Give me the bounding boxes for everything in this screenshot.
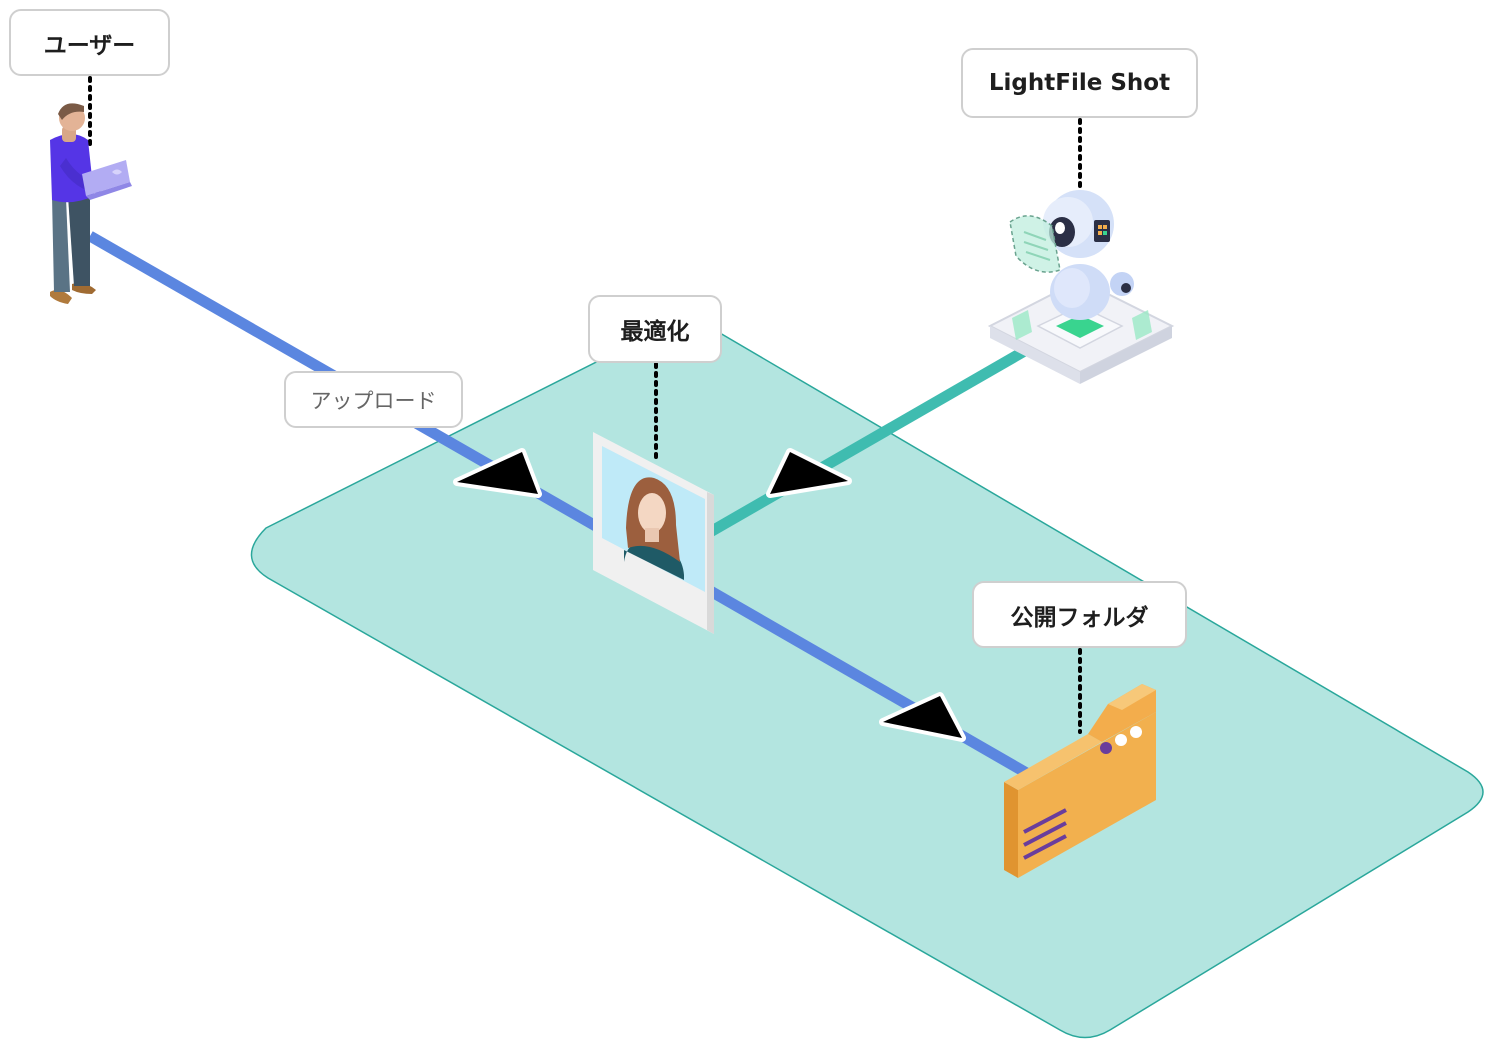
user-person-icon	[50, 103, 132, 304]
publish-line	[697, 580, 1033, 780]
folder-callout: 公開フォルダ	[972, 581, 1187, 648]
service-arrow-head	[766, 448, 852, 498]
service-callout: LightFile Shot	[961, 48, 1198, 118]
upload-edge-callout: アップロード	[284, 371, 463, 428]
upload-edge-label: アップロード	[310, 388, 437, 413]
upload-arrow-head	[453, 448, 542, 498]
service-line	[702, 340, 1038, 540]
service-label: LightFile Shot	[988, 70, 1171, 96]
lightfile-robot-icon	[987, 190, 1175, 384]
publish-arrow-head	[879, 692, 966, 742]
user-label: ユーザー	[43, 32, 136, 59]
folder-label: 公開フォルダ	[1010, 604, 1149, 631]
optimize-label: 最適化	[620, 319, 690, 345]
public-folder-icon	[1004, 684, 1156, 878]
optimize-callout: 最適化	[588, 295, 722, 363]
optimized-image-icon	[593, 432, 714, 634]
user-callout: ユーザー	[9, 9, 170, 76]
